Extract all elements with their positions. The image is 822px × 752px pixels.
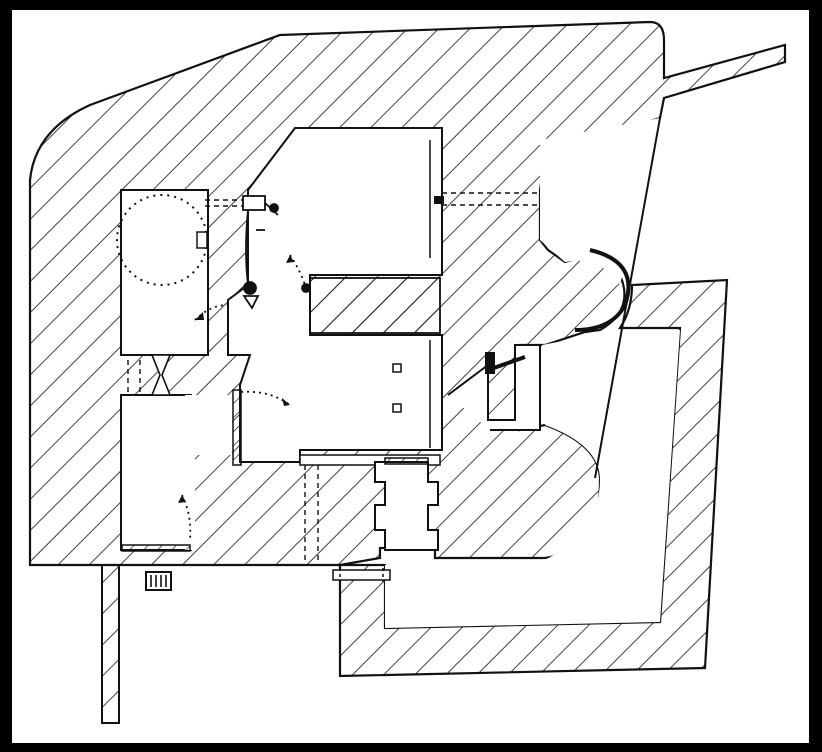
fixture-square-1 [392, 363, 402, 373]
vent-grate-bars [150, 575, 167, 587]
hourglass-fixture [150, 354, 172, 396]
room-upper-left [120, 189, 209, 356]
wall-box [196, 231, 208, 249]
pipe-passage-bottom [332, 568, 391, 582]
fixture-square-2 [392, 403, 402, 413]
door-swings [181, 254, 306, 541]
gun-embrasure [447, 344, 541, 431]
room-upper-center [227, 127, 443, 463]
embrasure-upper [540, 118, 660, 285]
lower-left-stack [101, 564, 120, 724]
gun-mount [485, 352, 495, 374]
corridor-lower [299, 454, 441, 466]
room-lower-left [120, 394, 192, 551]
vent-grate [145, 571, 172, 591]
entrance-door-bar [384, 457, 429, 465]
room-lower-left-ext [185, 395, 232, 550]
room-right-gallery [385, 330, 680, 628]
ventilation-apparatus [242, 195, 311, 310]
door-strip-left [232, 389, 242, 466]
corridor-middle [309, 277, 441, 334]
cupola-arc [574, 248, 631, 332]
pipe-end-right [434, 196, 444, 204]
door-arrowheads [178, 255, 294, 503]
lower-right-wall [338, 278, 729, 678]
door-strip-bottom [121, 544, 191, 552]
dashed-pipes [127, 192, 540, 560]
entrance-shaft [374, 461, 439, 551]
